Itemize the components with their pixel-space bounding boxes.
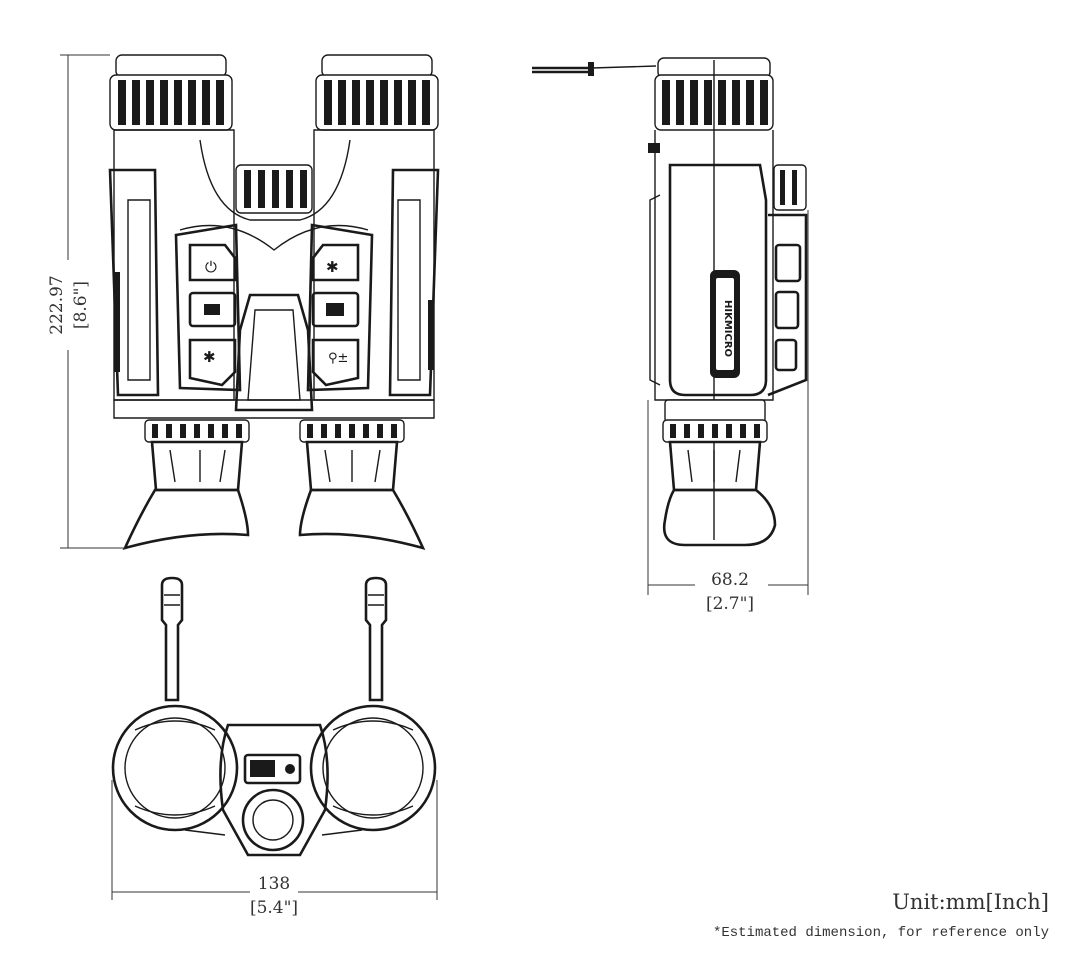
depth-dimension: 68.2 [2.7"]: [647, 210, 809, 614]
depth-value: 68.2: [711, 570, 749, 590]
width-inch: [5.4"]: [250, 898, 298, 918]
width-value: 138: [258, 874, 290, 894]
front-view: ⏻ ✱ ✱ ⚲±: [108, 54, 440, 550]
disclaimer-note: *Estimated dimension, for reference only: [712, 925, 1049, 941]
bottom-view: [111, 576, 437, 857]
unit-note: Unit:mm[Inch]: [892, 890, 1049, 914]
height-inch: [8.6"]: [71, 281, 91, 329]
width-dimension: 138 [5.4"]: [111, 780, 438, 918]
depth-inch: [2.7"]: [706, 594, 754, 614]
svg-text:✱: ✱: [326, 258, 339, 276]
logo-badge: HIKMICRO: [710, 270, 740, 378]
svg-text:✱: ✱: [203, 348, 216, 366]
height-dimension: 222.97 [8.6"]: [47, 54, 125, 549]
side-view: HIKMICRO: [532, 57, 808, 547]
height-value: 222.97: [47, 275, 67, 334]
svg-text:⏻: ⏻: [205, 258, 217, 276]
logo-text: HIKMICRO: [722, 300, 733, 357]
svg-text:⚲±: ⚲±: [328, 351, 348, 366]
